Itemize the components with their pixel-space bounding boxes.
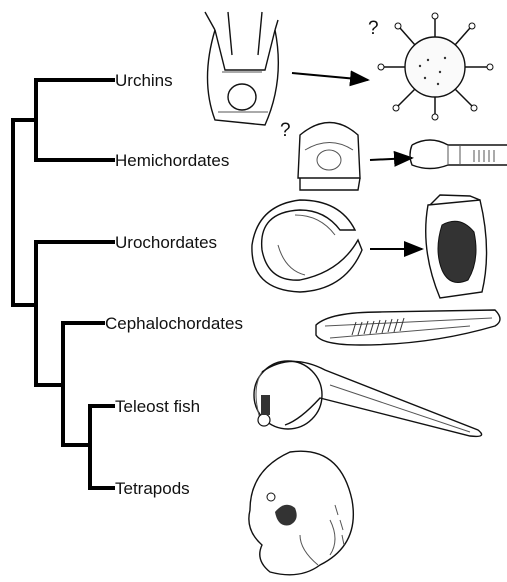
label-cephalochordates: Cephalochordates (105, 314, 243, 333)
tree (13, 80, 113, 488)
hemichordate-larva-drawing (298, 123, 360, 191)
question-mark-urchin: ? (368, 18, 379, 39)
adult-urchin-drawing (378, 13, 493, 120)
question-mark-hemichordate: ? (280, 120, 291, 141)
amphioxus-drawing (316, 310, 500, 345)
label-teleost-fish: Teleost fish (115, 397, 200, 416)
fish-embryo-drawing (254, 361, 482, 436)
acorn-worm-drawing (410, 140, 507, 169)
label-urochordates: Urochordates (115, 233, 217, 252)
urchin-larva-drawing (205, 12, 278, 125)
tetrapod-embryo-drawing (249, 451, 353, 575)
label-tetrapods: Tetrapods (115, 479, 190, 498)
arrow-hemichordate (370, 158, 412, 160)
urochordate-larva-drawing (252, 200, 362, 292)
label-urchins: Urchins (115, 71, 173, 90)
tunicate-drawing (426, 195, 487, 298)
arrow-urchin (292, 73, 368, 80)
taxon-labels: Urchins Hemichordates Urochordates Cepha… (105, 71, 243, 498)
label-hemichordates: Hemichordates (115, 151, 229, 170)
